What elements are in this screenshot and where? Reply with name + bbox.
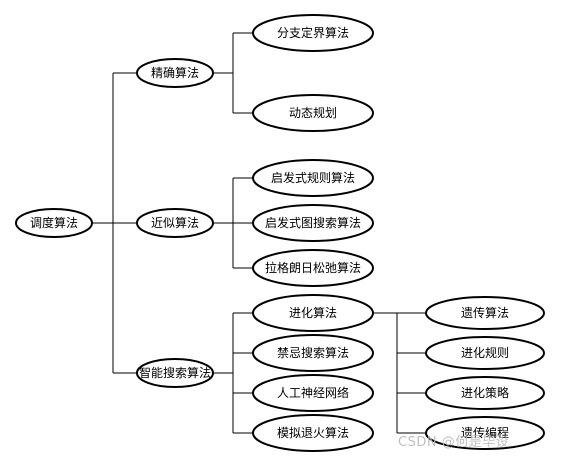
method-node: 人工神经网络 xyxy=(252,374,374,412)
submethod-node-shape xyxy=(425,416,545,450)
method-node-shape xyxy=(252,94,374,132)
method-node: 进化算法 xyxy=(252,294,374,332)
category-node: 精确算法 xyxy=(136,58,214,88)
submethod-node-shape xyxy=(425,296,545,330)
method-node: 模拟退火算法 xyxy=(252,414,374,452)
method-node: 禁忌搜索算法 xyxy=(252,334,374,372)
category-node-shape xyxy=(136,208,214,238)
method-node-shape xyxy=(252,374,374,412)
submethod-node-label: 进化规则 xyxy=(461,345,509,360)
method-node-label: 模拟退火算法 xyxy=(277,425,349,440)
method-node-shape xyxy=(252,159,374,197)
category-node-label: 精确算法 xyxy=(151,65,199,80)
method-node: 分支定界算法 xyxy=(252,14,374,52)
root-node-label: 调度算法 xyxy=(30,215,78,230)
method-node-shape xyxy=(252,334,374,372)
submethod-node-label: 遗传算法 xyxy=(461,305,509,320)
root-node-shape xyxy=(15,208,93,238)
method-node-label: 启发式图搜索算法 xyxy=(265,215,361,230)
method-node-label: 分支定界算法 xyxy=(277,25,349,40)
category-node-shape xyxy=(136,358,214,388)
category-node-shape xyxy=(136,58,214,88)
submethod-node-label: 遗传编程 xyxy=(461,425,509,440)
method-node-shape xyxy=(252,14,374,52)
csdn-watermark: CSDN @何是毕设 xyxy=(398,435,510,450)
method-node-label: 人工神经网络 xyxy=(277,385,349,400)
submethod-node-label: 进化策略 xyxy=(461,385,509,400)
method-node-shape xyxy=(252,204,374,242)
method-node: 启发式图搜索算法 xyxy=(252,204,374,242)
method-node-label: 动态规划 xyxy=(289,105,337,120)
method-node-shape xyxy=(252,414,374,452)
submethod-node: 遗传算法 xyxy=(425,296,545,330)
submethod-node-shape xyxy=(425,376,545,410)
method-node-label: 启发式规则算法 xyxy=(271,170,355,185)
method-node-shape xyxy=(252,294,374,332)
submethod-node: 遗传编程 xyxy=(425,416,545,450)
method-node: 拉格朗日松弛算法 xyxy=(252,249,374,287)
category-node-label: 近似算法 xyxy=(151,215,199,230)
submethod-node: 进化规则 xyxy=(425,336,545,370)
submethod-node: 进化策略 xyxy=(425,376,545,410)
method-node: 启发式规则算法 xyxy=(252,159,374,197)
category-node-label: 智能搜索算法 xyxy=(139,365,211,380)
root-node: 调度算法 xyxy=(15,208,93,238)
category-node: 智能搜索算法 xyxy=(136,358,214,388)
method-node-shape xyxy=(252,249,374,287)
method-node-label: 禁忌搜索算法 xyxy=(277,345,349,360)
category-node: 近似算法 xyxy=(136,208,214,238)
method-node-label: 进化算法 xyxy=(289,305,337,320)
tree-edges xyxy=(92,32,426,434)
submethod-node-shape xyxy=(425,336,545,370)
method-node: 动态规划 xyxy=(252,94,374,132)
method-node-label: 拉格朗日松弛算法 xyxy=(265,260,361,275)
